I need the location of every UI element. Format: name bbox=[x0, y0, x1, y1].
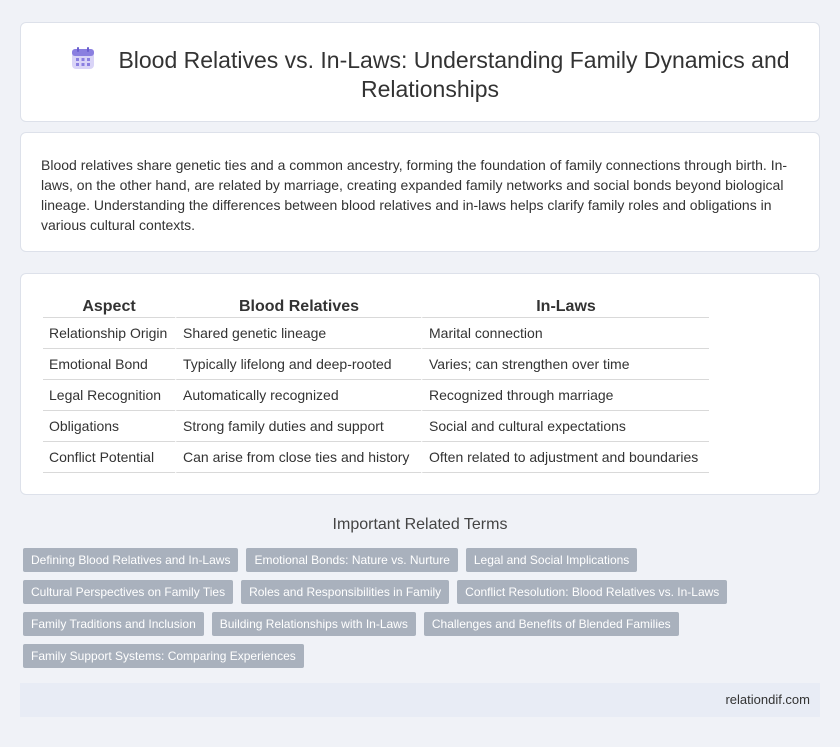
table-row: Emotional Bond Typically lifelong and de… bbox=[43, 349, 709, 380]
table-row: Obligations Strong family duties and sup… bbox=[43, 411, 709, 442]
table-cell: Emotional Bond bbox=[43, 349, 175, 380]
table-cell: Varies; can strengthen over time bbox=[421, 349, 709, 380]
footer: relationdif.com bbox=[20, 683, 820, 717]
related-term-tag[interactable]: Family Traditions and Inclusion bbox=[23, 612, 204, 636]
related-term-tag[interactable]: Emotional Bonds: Nature vs. Nurture bbox=[246, 548, 458, 572]
related-term-tag[interactable]: Roles and Responsibilities in Family bbox=[241, 580, 450, 604]
related-term-tag[interactable]: Conflict Resolution: Blood Relatives vs.… bbox=[457, 580, 728, 604]
related-term-tag[interactable]: Cultural Perspectives on Family Ties bbox=[23, 580, 234, 604]
table-cell: Shared genetic lineage bbox=[175, 318, 421, 349]
comparison-card: Aspect Blood Relatives In-Laws Relations… bbox=[20, 273, 820, 495]
comparison-table: Aspect Blood Relatives In-Laws Relations… bbox=[43, 296, 709, 473]
related-term-tag[interactable]: Family Support Systems: Comparing Experi… bbox=[23, 644, 304, 668]
intro-card: Blood relatives share genetic ties and a… bbox=[20, 132, 820, 252]
related-terms-tags: Defining Blood Relatives and In-Laws Emo… bbox=[23, 548, 823, 676]
table-header-row: Aspect Blood Relatives In-Laws bbox=[43, 296, 709, 318]
table-cell: Typically lifelong and deep-rooted bbox=[175, 349, 421, 380]
table-cell: Conflict Potential bbox=[43, 442, 175, 473]
related-term-tag[interactable]: Building Relationships with In-Laws bbox=[211, 612, 416, 636]
table-row: Conflict Potential Can arise from close … bbox=[43, 442, 709, 473]
related-terms-title: Important Related Terms bbox=[332, 516, 508, 533]
table-row: Relationship Origin Shared genetic linea… bbox=[43, 318, 709, 349]
table-cell: Can arise from close ties and history bbox=[175, 442, 421, 473]
tag-row: Cultural Perspectives on Family Ties Rol… bbox=[23, 580, 823, 604]
table-cell: Strong family duties and support bbox=[175, 411, 421, 442]
related-term-tag[interactable]: Legal and Social Implications bbox=[465, 548, 638, 572]
page-title-wrap: Blood Relatives vs. In-Laws: Understandi… bbox=[61, 45, 799, 104]
table-cell: Marital connection bbox=[421, 318, 709, 349]
related-term-tag[interactable]: Challenges and Benefits of Blended Famil… bbox=[423, 612, 679, 636]
table-row: Legal Recognition Automatically recogniz… bbox=[43, 380, 709, 411]
table-cell: Social and cultural expectations bbox=[421, 411, 709, 442]
tag-row: Defining Blood Relatives and In-Laws Emo… bbox=[23, 548, 823, 572]
table-cell: Often related to adjustment and boundari… bbox=[421, 442, 709, 473]
table-cell: Relationship Origin bbox=[43, 318, 175, 349]
footer-site-link[interactable]: relationdif.com bbox=[725, 692, 810, 707]
tag-row: Family Support Systems: Comparing Experi… bbox=[23, 644, 823, 668]
table-cell: Legal Recognition bbox=[43, 380, 175, 411]
column-header-in-laws: In-Laws bbox=[421, 296, 709, 318]
column-header-aspect: Aspect bbox=[43, 296, 175, 318]
calendar-icon bbox=[72, 47, 95, 69]
intro-text: Blood relatives share genetic ties and a… bbox=[41, 157, 788, 233]
table-cell: Recognized through marriage bbox=[421, 380, 709, 411]
column-header-blood-relatives: Blood Relatives bbox=[175, 296, 421, 318]
header-card: Blood Relatives vs. In-Laws: Understandi… bbox=[20, 22, 820, 122]
related-term-tag[interactable]: Defining Blood Relatives and In-Laws bbox=[23, 548, 239, 572]
table-cell: Automatically recognized bbox=[175, 380, 421, 411]
table-cell: Obligations bbox=[43, 411, 175, 442]
tag-row: Family Traditions and Inclusion Building… bbox=[23, 612, 823, 636]
page-title: Blood Relatives vs. In-Laws: Understandi… bbox=[118, 47, 790, 102]
